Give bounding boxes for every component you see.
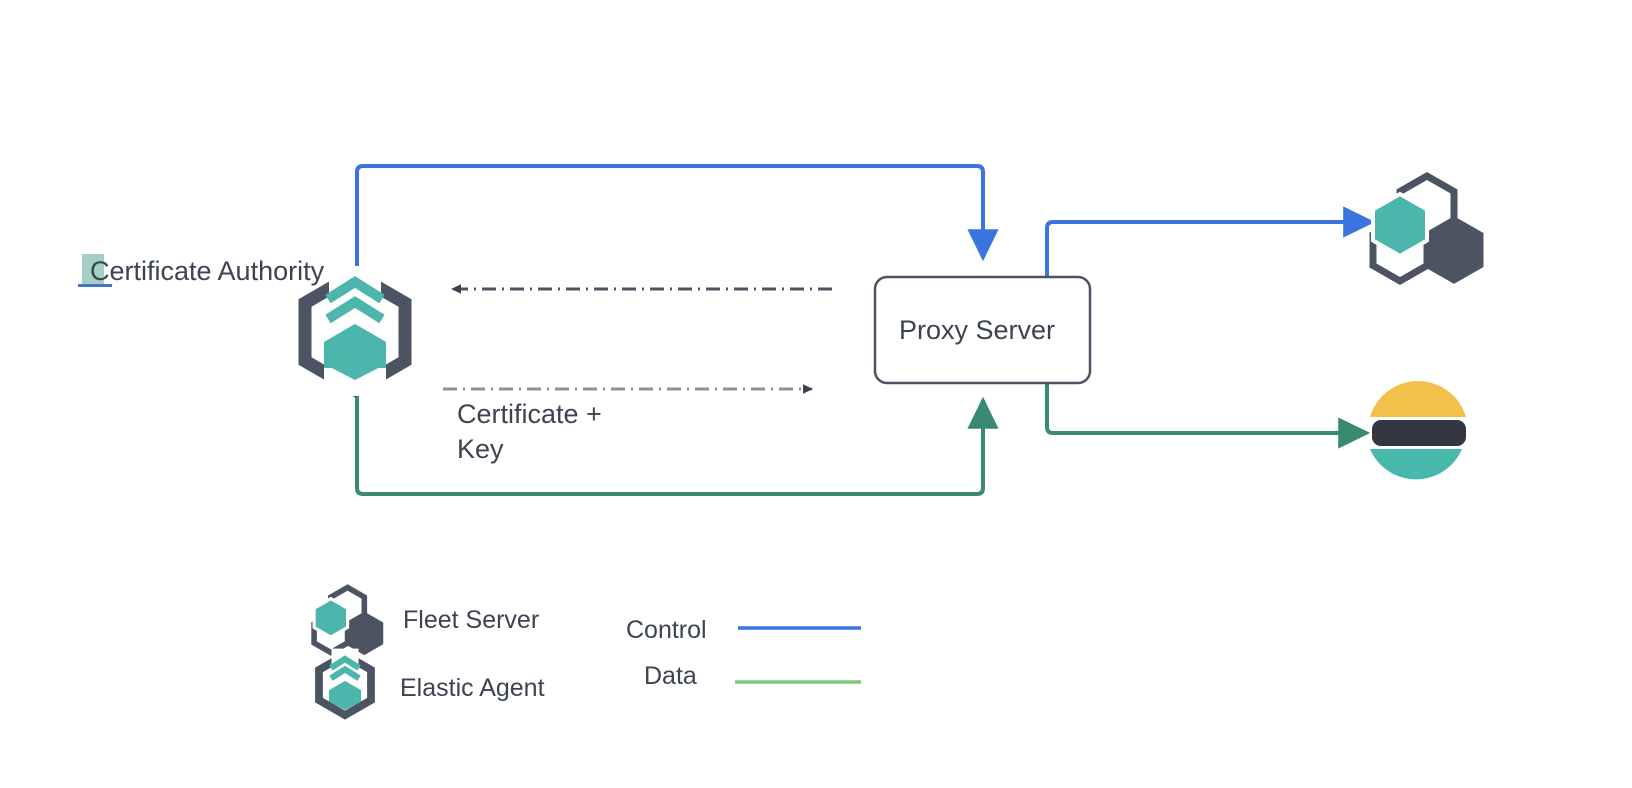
- elasticsearch-icon[interactable]: [1370, 381, 1466, 480]
- certificate-key-line2: Key: [457, 434, 504, 464]
- text-selection-underline: [78, 284, 112, 287]
- certificate-authority-label: Certificate Authority: [90, 256, 325, 286]
- legend-fleet-server-label: Fleet Server: [403, 606, 540, 634]
- elasticsearch-bar: [1372, 420, 1466, 446]
- elasticsearch-bottom-arc: [1370, 449, 1462, 480]
- elasticsearch-top-arc: [1370, 381, 1466, 417]
- text-selection-highlight: [82, 254, 104, 284]
- proxy-server-node[interactable]: [873, 275, 1092, 385]
- elastic-agent-icon[interactable]: [298, 266, 412, 398]
- certificate-key-line1: Certificate +: [457, 399, 602, 429]
- legend-fleet-server-icon: [311, 584, 384, 656]
- edge-data-ca-to-proxy: [355, 382, 999, 496]
- edge-control-proxy-to-fleet: [1045, 206, 1376, 278]
- edge-control-ca-to-proxy: [355, 164, 999, 282]
- proxy-server-label: Proxy Server: [899, 315, 1056, 345]
- legend-data-label: Data: [644, 662, 697, 690]
- certificate-key-label: Certificate + Key: [457, 397, 602, 467]
- legend-elastic-agent-label: Elastic Agent: [400, 674, 545, 702]
- fleet-server-icon[interactable]: [1369, 171, 1484, 286]
- edge-data-proxy-to-elasticsearch: [1045, 382, 1371, 449]
- legend-control-label: Control: [626, 616, 707, 644]
- legend-elastic-agent-icon: [315, 648, 375, 720]
